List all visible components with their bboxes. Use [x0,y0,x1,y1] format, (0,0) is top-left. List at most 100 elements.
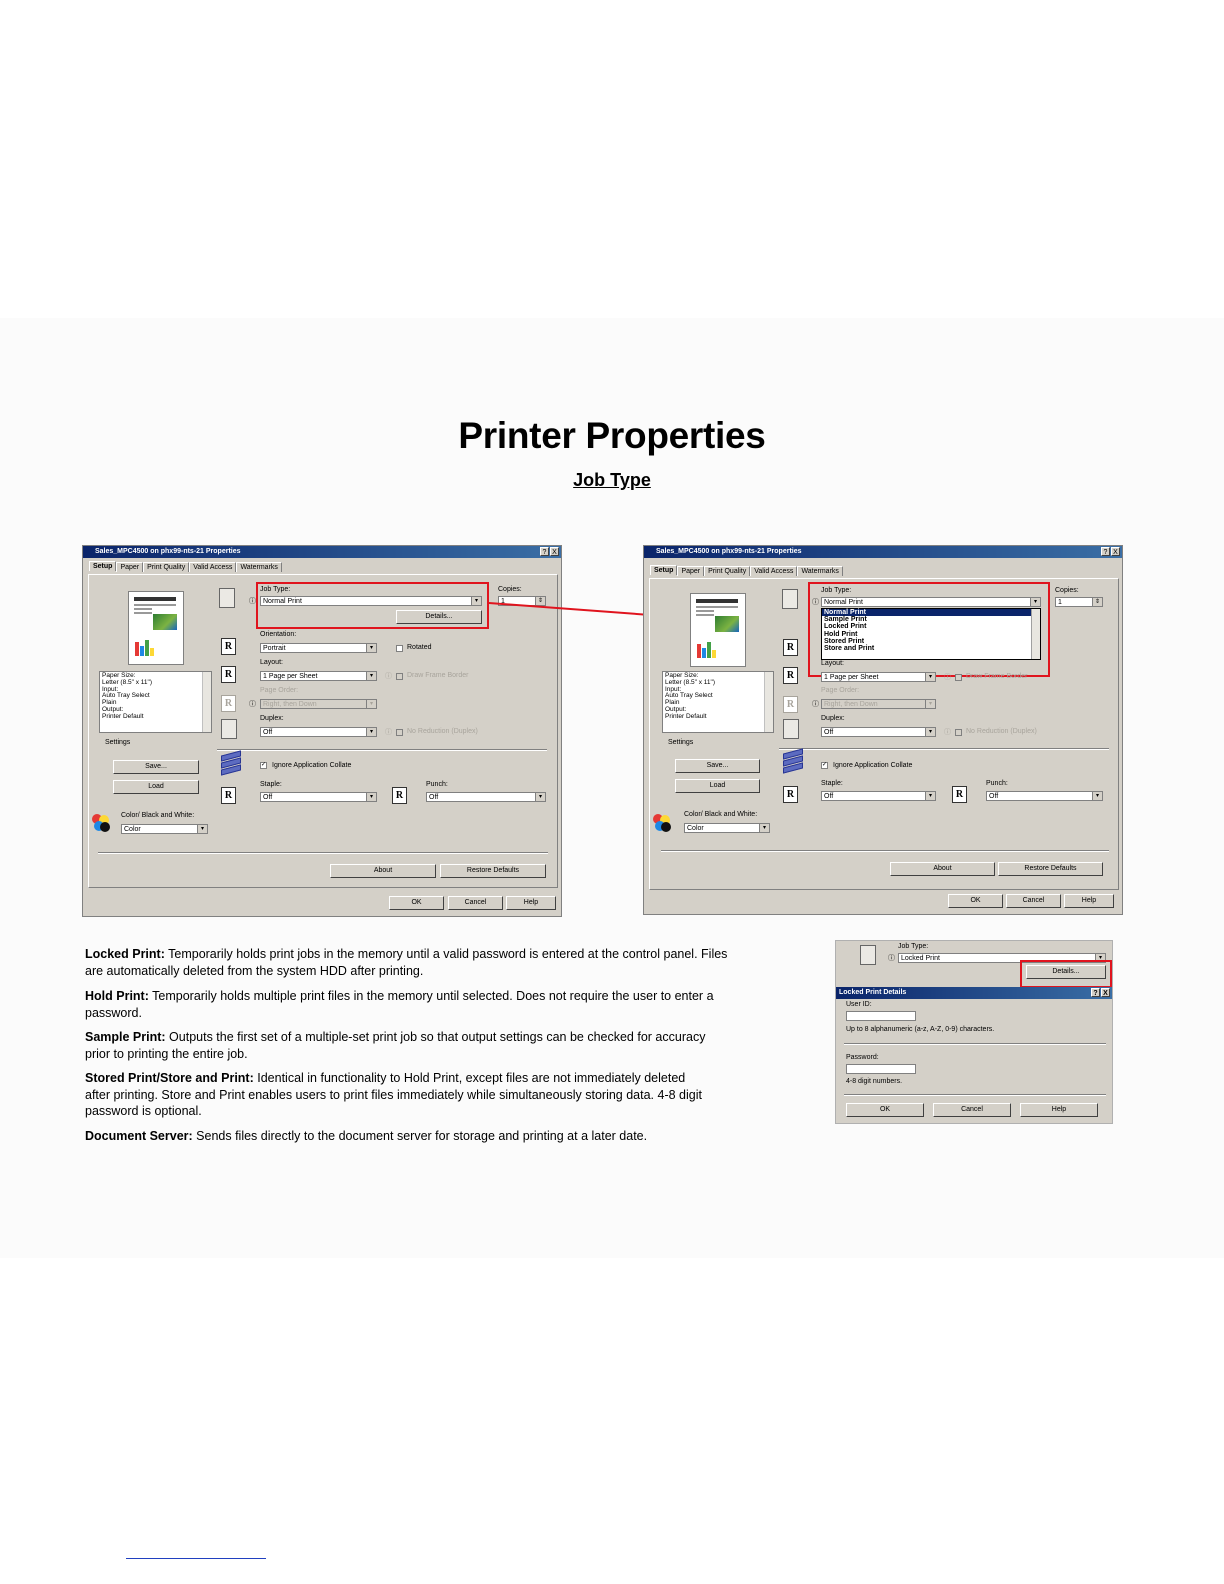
cancel-button[interactable]: Cancel [448,896,503,910]
no-reduction-checkbox[interactable] [955,729,962,736]
info-icon: ⓘ [812,701,819,708]
orientation-select[interactable]: Portrait▾ [260,643,377,653]
draw-frame-checkbox[interactable] [955,674,962,681]
color-select[interactable]: Color▾ [684,823,770,833]
ignore-collate-checkbox[interactable]: ✓ [260,762,267,769]
chevron-down-icon: ▾ [366,644,376,652]
left-dialog-title: Sales_MPC4500 on phx99-nts-21 Properties [95,548,241,555]
save-button[interactable]: Save... [113,760,199,774]
draw-frame-checkbox[interactable] [396,673,403,680]
about-button[interactable]: About [890,862,995,876]
restore-defaults-button[interactable]: Restore Defaults [998,862,1103,876]
job-type-select[interactable]: Locked Print▾ [898,953,1106,963]
job-type-select[interactable]: Normal Print▾ [821,597,1041,607]
layout-select[interactable]: 1 Page per Sheet▾ [260,671,377,681]
color-select-value: Color [687,825,704,832]
color-select-value: Color [124,826,141,833]
text-stored-print: Identical in functionality to Hold Print… [85,1071,702,1118]
option-sample-print[interactable]: Sample Print [824,616,867,624]
option-stored-print[interactable]: Stored Print [824,637,865,645]
dropdown-scrollbar[interactable] [1031,609,1040,659]
spin-icon[interactable]: ⇕ [1092,598,1102,606]
cancel-button[interactable]: Cancel [1006,894,1061,908]
locked-help-title-button[interactable]: ? [1091,988,1100,997]
duplex-icon [783,719,799,739]
tab-valid-access[interactable]: Valid Access [750,566,798,576]
tab-setup[interactable]: Setup [89,561,117,571]
ignore-collate-checkbox[interactable]: ✓ [821,762,828,769]
left-close-button[interactable]: X [550,547,559,556]
list-scrollbar[interactable] [764,672,773,732]
details-button[interactable]: Details... [1026,965,1106,979]
tab-valid-access[interactable]: Valid Access [189,562,237,572]
chevron-down-icon: ▾ [197,825,207,833]
page-order-select[interactable]: Right, then Down▾ [821,699,936,709]
list-scrollbar[interactable] [202,672,211,732]
ok-button[interactable]: OK [846,1103,924,1117]
no-reduction-checkbox[interactable] [396,729,403,736]
details-button[interactable]: Details... [396,610,482,624]
punch-select[interactable]: Off▾ [426,792,546,802]
color-bw-label: Color/ Black and White: [684,811,758,818]
job-type-icon [782,589,798,609]
tab-watermarks[interactable]: Watermarks [236,562,282,572]
ok-button[interactable]: OK [389,896,444,910]
left-dialog-titlebar: Sales_MPC4500 on phx99-nts-21 Properties [83,546,561,558]
help-button[interactable]: Help [1020,1103,1098,1117]
duplex-value: Off [263,729,273,736]
layout-label: Layout: [260,659,283,666]
duplex-select[interactable]: Off▾ [821,727,936,737]
option-hold-print[interactable]: Hold Print [824,630,858,638]
right-tabs: Setup Paper Print Quality Valid Access W… [650,565,843,576]
rotated-checkbox[interactable] [396,645,403,652]
right-close-button[interactable]: X [1111,547,1120,556]
settings-summary-list[interactable]: Paper Size: Letter (8.5" x 11") Input: A… [99,671,212,733]
copies-input[interactable]: 1⇕ [1055,597,1103,607]
tab-print-quality[interactable]: Print Quality [143,562,190,572]
restore-defaults-button[interactable]: Restore Defaults [440,864,546,878]
text-sample-print: Outputs the first set of a multiple-set … [85,1030,706,1061]
left-help-title-button[interactable]: ? [540,547,549,556]
load-button[interactable]: Load [113,780,199,794]
locked-close-button[interactable]: X [1101,988,1110,997]
password-input[interactable] [846,1064,916,1074]
spin-icon[interactable]: ⇕ [535,597,545,605]
tab-setup[interactable]: Setup [650,565,678,575]
save-button[interactable]: Save... [675,759,760,773]
tab-print-quality[interactable]: Print Quality [704,566,751,576]
page-order-select[interactable]: Right, then Down▾ [260,699,377,709]
info-line: Plain [665,699,680,707]
load-button[interactable]: Load [675,779,760,793]
option-locked-print[interactable]: Locked Print [824,623,867,631]
copies-input[interactable]: 1⇕ [498,596,546,606]
cancel-button[interactable]: Cancel [933,1103,1011,1117]
right-help-title-button[interactable]: ? [1101,547,1110,556]
tab-watermarks[interactable]: Watermarks [797,566,843,576]
help-button[interactable]: Help [506,896,556,910]
chevron-down-icon: ▾ [366,672,376,680]
color-select[interactable]: Color ▾ [121,824,208,834]
term-sample-print: Sample Print: [85,1030,166,1044]
layout-select[interactable]: 1 Page per Sheet▾ [821,672,936,682]
job-type-dropdown-list[interactable]: Normal Print Sample Print Locked Print H… [821,608,1041,660]
ok-button[interactable]: OK [948,894,1003,908]
staple-select[interactable]: Off▾ [821,791,936,801]
job-type-select[interactable]: Normal Print▾ [260,596,482,606]
punch-select[interactable]: Off▾ [986,791,1103,801]
tab-paper[interactable]: Paper [116,562,144,572]
staple-select[interactable]: Off▾ [260,792,377,802]
option-normal-print[interactable]: Normal Print [822,609,1040,617]
duplex-select[interactable]: Off▾ [260,727,377,737]
settings-summary-list[interactable]: Paper Size: Letter (8.5" x 11") Input: A… [662,671,774,733]
option-store-and-print[interactable]: Store and Print [824,645,875,653]
about-button[interactable]: About [330,864,436,878]
term-stored-print: Stored Print/Store and Print: [85,1071,254,1085]
info-line: Output: [102,705,124,713]
draw-frame-label: Draw Frame Border [966,673,1028,680]
job-type-highlight [256,582,489,629]
divider [779,748,1109,750]
color-bw-label: Color/ Black and White: [121,812,195,819]
user-id-input[interactable] [846,1011,916,1021]
help-button[interactable]: Help [1064,894,1114,908]
tab-paper[interactable]: Paper [677,566,705,576]
